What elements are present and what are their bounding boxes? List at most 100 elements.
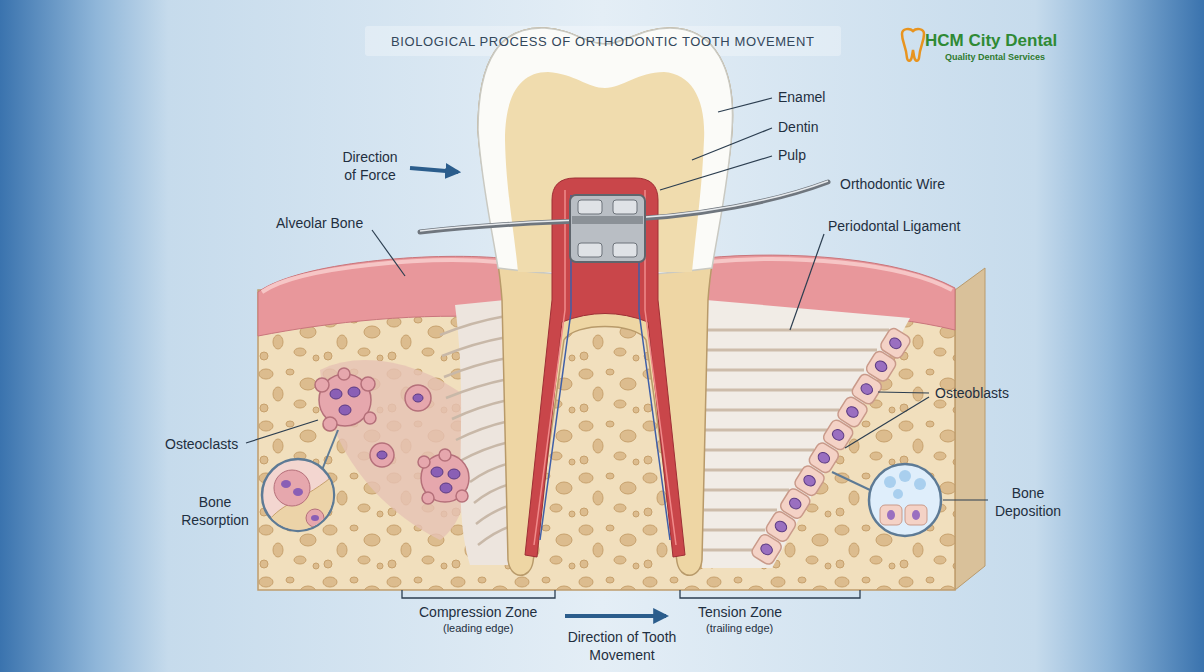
tooth [534, 190, 676, 545]
osteoclast-cells [315, 368, 469, 504]
tooth [478, 28, 732, 276]
bracket [570, 195, 645, 262]
tooth [534, 190, 565, 545]
alveolar-bone-block [955, 268, 985, 590]
pdl-compression [452, 400, 508, 419]
osteoblast-chain [888, 336, 903, 351]
osteoblast-chain [879, 326, 913, 360]
resorption-callout [306, 509, 324, 527]
bracket [613, 243, 637, 257]
tooth [525, 178, 685, 557]
osteoblast-chain [788, 496, 803, 511]
osteoclast-cells [338, 368, 350, 380]
alveolar-bone-block [320, 360, 474, 540]
osteoclast-cells [418, 456, 430, 468]
pdl-tension [707, 329, 889, 332]
osteoblast-chain [845, 405, 860, 420]
zone-note: (leading edge) [443, 621, 513, 635]
osteoclast-cells [370, 443, 394, 467]
bracket [613, 200, 637, 214]
bracket [578, 200, 602, 214]
pdl-compression [474, 484, 510, 503]
osteoclast-nuclei [431, 467, 443, 477]
gingiva [708, 259, 952, 290]
direction-arrows [565, 614, 666, 618]
part-label: Dentin [778, 118, 818, 136]
deposition-callout [914, 478, 926, 490]
pdl-tension [703, 529, 765, 532]
pdl-tension [702, 300, 910, 568]
osteoclast-cells [456, 490, 468, 502]
resorption-callout [262, 470, 340, 540]
part-label: Enamel [778, 88, 825, 106]
osteoblast-chain [759, 336, 903, 557]
movement-label: Direction of Tooth Movement [566, 628, 678, 664]
deposition-callout [880, 470, 927, 525]
pdl-tension [704, 509, 777, 512]
deposition-callout [899, 470, 911, 482]
pdl-tension [706, 409, 839, 412]
leader-lines [845, 397, 929, 448]
resorption-callout [322, 430, 338, 470]
osteoclast-cells [315, 378, 329, 392]
zone-note: (trailing edge) [706, 621, 773, 635]
deposition-callout [880, 505, 902, 525]
osteoblast-chain [873, 359, 888, 374]
pdl-tension [704, 489, 789, 492]
force-label: Direction of Force [335, 148, 405, 184]
osteoblast-chain [816, 450, 831, 465]
bracket [572, 216, 643, 224]
gingiva [262, 260, 498, 292]
osteoclast-nuclei [413, 394, 423, 402]
osteoblast-chain [859, 382, 874, 397]
osteoclast-cells [405, 385, 431, 411]
part-label: Pulp [778, 146, 806, 164]
osteoclast-nuclei [348, 387, 360, 397]
osteoclast-nuclei [330, 387, 460, 493]
orthodontic-wire [420, 181, 828, 231]
deposition-callout [869, 464, 941, 536]
leader-lines [692, 128, 772, 160]
part-label: Alveolar Bone [276, 214, 363, 232]
cell-label: Osteoclasts [165, 435, 238, 453]
direction-arrows [410, 168, 458, 172]
leader-lines [943, 499, 988, 500]
part-label: Orthodontic Wire [840, 175, 945, 193]
zone-label: Compression Zone [419, 603, 537, 621]
osteoclast-nuclei [448, 469, 460, 479]
deposition-callout [905, 505, 927, 525]
pdl-compression [470, 463, 510, 482]
deposition-callout [887, 510, 895, 520]
gingiva [258, 256, 505, 336]
bracket [570, 195, 645, 262]
pdl-compression [446, 379, 508, 398]
tooth [505, 72, 704, 272]
pdl-tension [703, 549, 752, 552]
pdl-tension [705, 449, 814, 452]
resorption-callout [293, 488, 303, 496]
pdl-compression [460, 442, 509, 461]
osteoclast-nuclei [440, 483, 452, 493]
osteoblast-chain [773, 519, 788, 534]
osteoclast-cells [323, 417, 337, 431]
osteoblast-chain [802, 473, 817, 488]
deposition-callout [912, 510, 920, 520]
pdl-tension [703, 330, 889, 550]
logo-tagline: Quality Dental Services [945, 52, 1045, 63]
callout-label: Bone Resorption [174, 493, 256, 529]
zone-label: Tension Zone [698, 603, 782, 621]
deposition-callout [884, 476, 896, 488]
osteoblast-chain [759, 542, 774, 557]
direction-arrows [410, 168, 666, 616]
pdl-compression [478, 526, 511, 545]
part-label: Periodontal Ligament [828, 217, 960, 235]
leader-lines [246, 98, 988, 500]
tooth [478, 28, 732, 575]
deposition-callout [832, 472, 870, 490]
osteoblast-chain [830, 427, 845, 442]
leader-lines [372, 230, 405, 276]
leader-lines [718, 98, 772, 112]
osteoclast-cells [422, 492, 434, 504]
